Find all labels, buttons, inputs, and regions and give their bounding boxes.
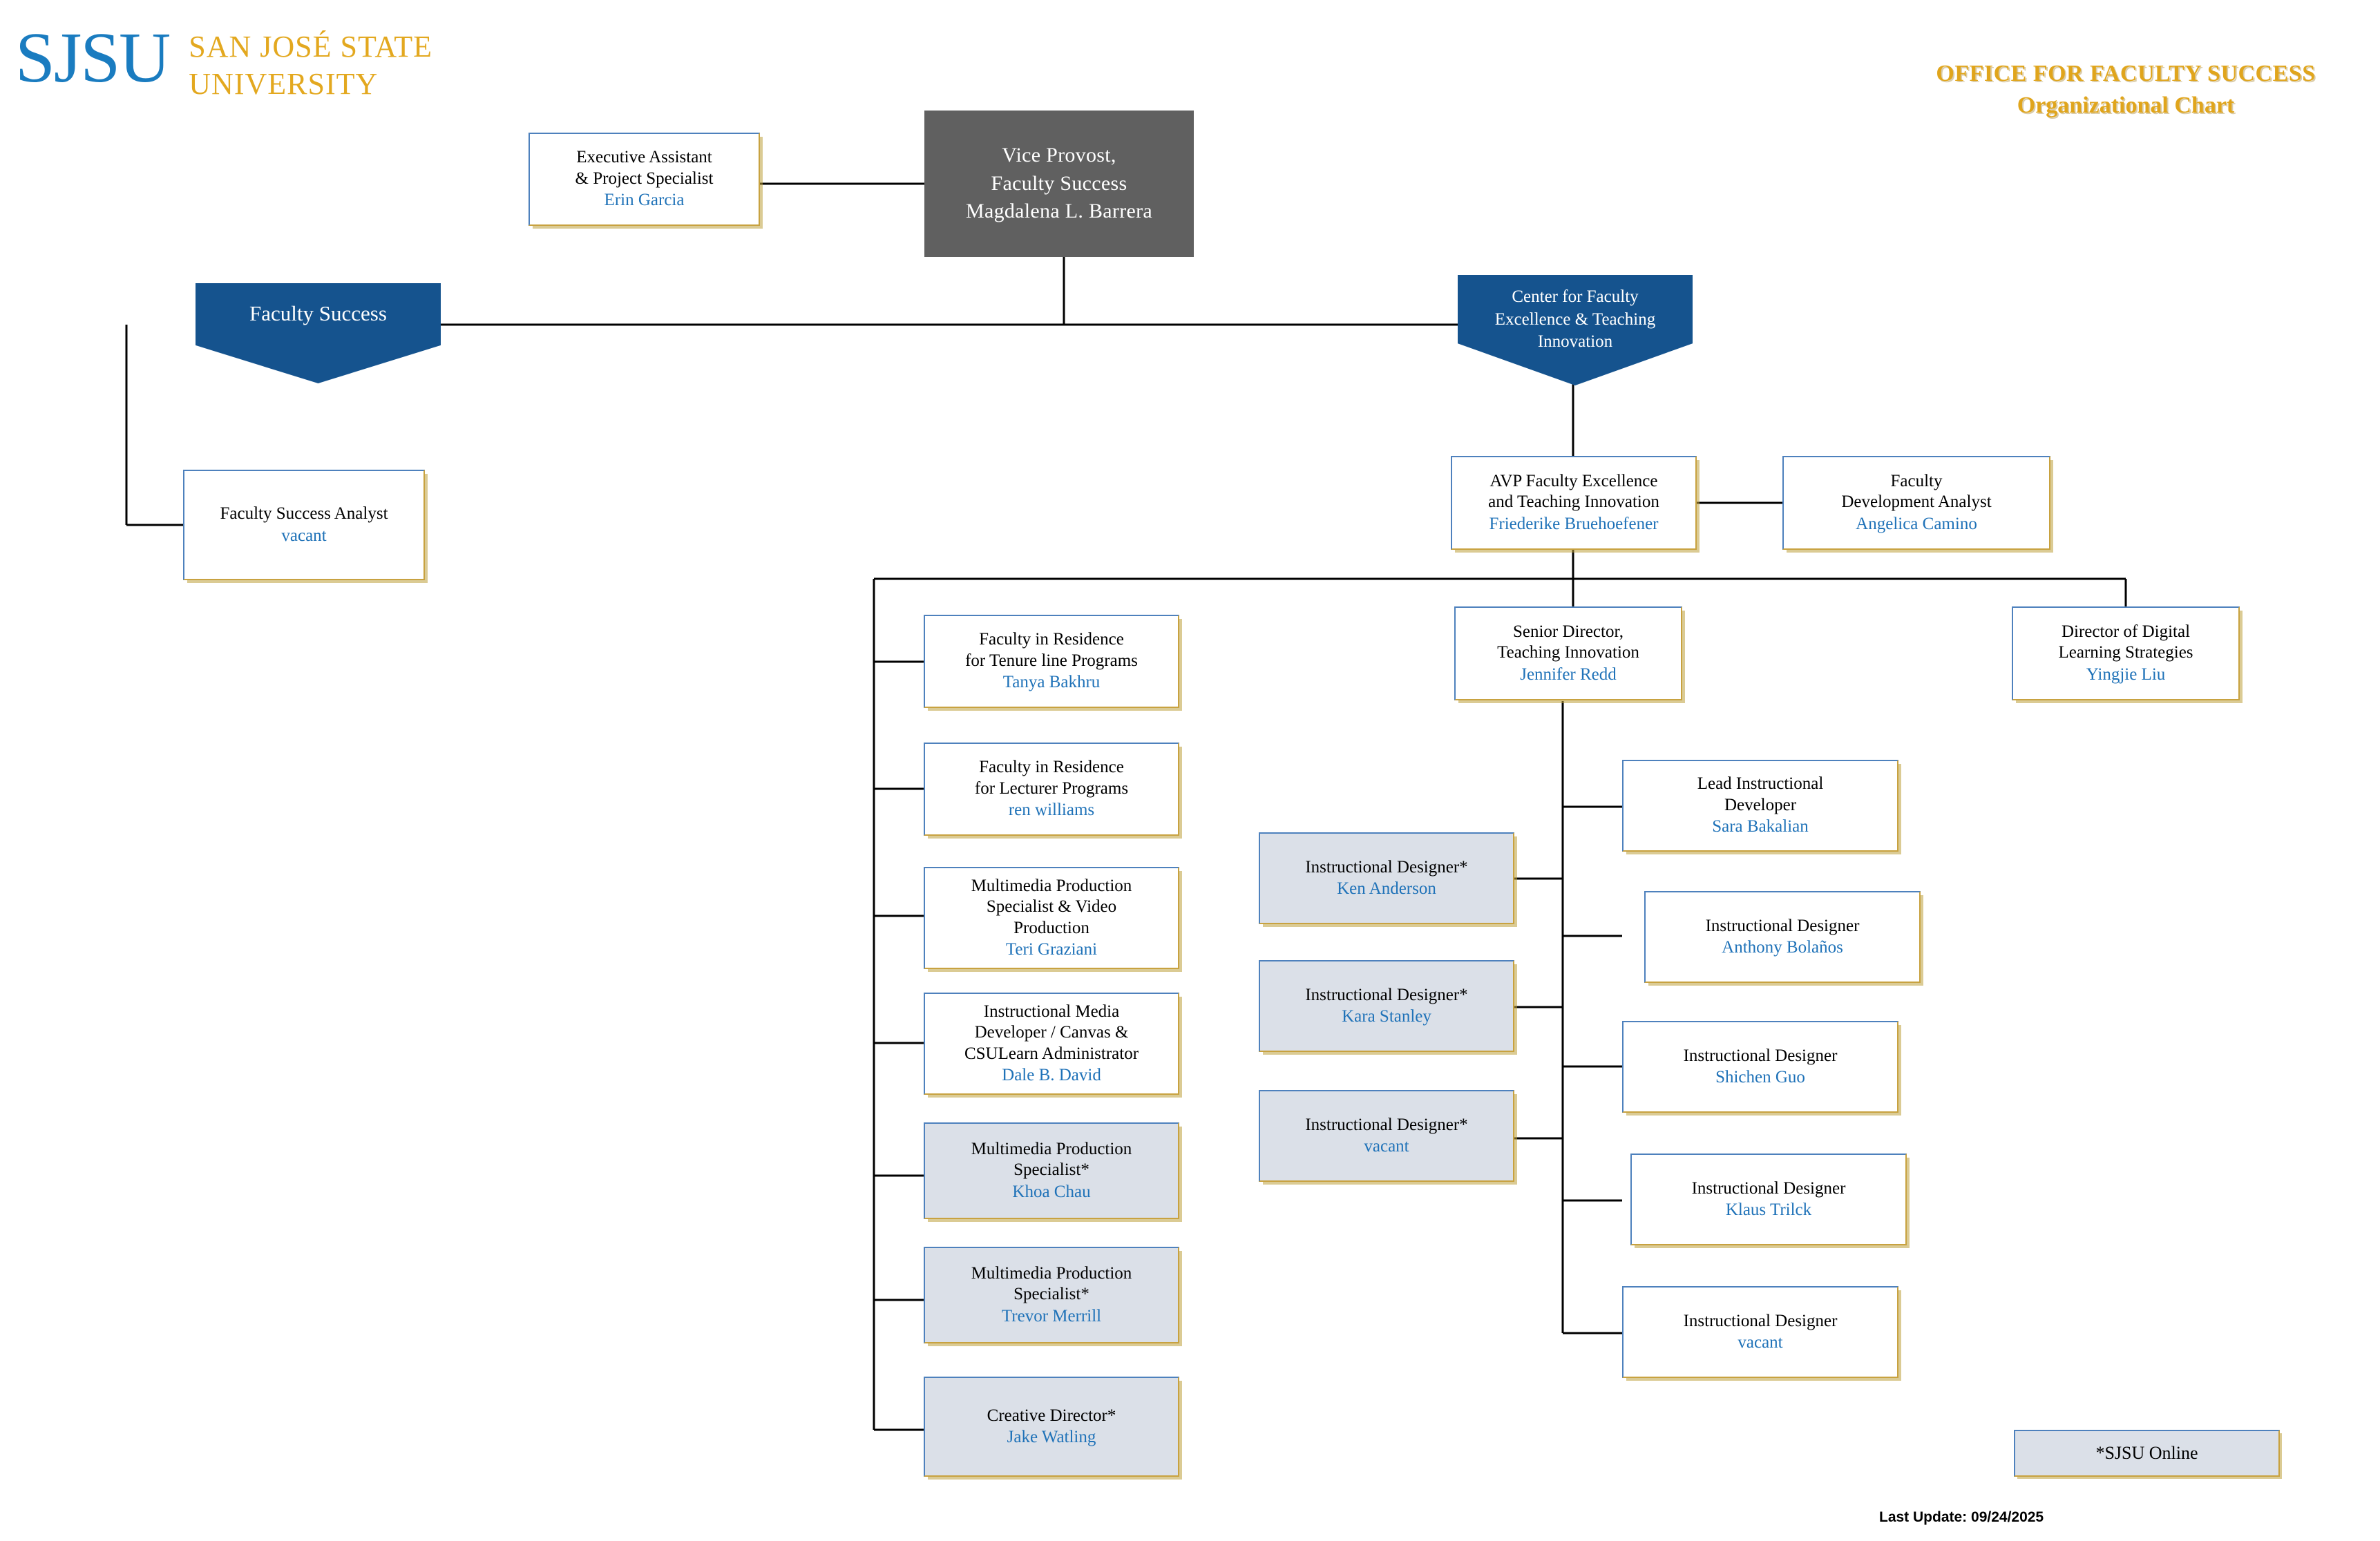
node-right-1[interactable]: Instructional Designer Anthony Bolaños xyxy=(1644,891,1921,983)
left-5-person: Trevor Merrill xyxy=(1001,1306,1102,1325)
left-4-person: Khoa Chau xyxy=(1012,1182,1091,1201)
vice-provost-title-line2: Faculty Success xyxy=(991,171,1127,195)
legend-label: *SJSU Online xyxy=(2095,1443,2198,1463)
left-3-title-line2: Developer / Canvas & xyxy=(974,1023,1129,1042)
faculty-development-analyst-person: Angelica Camino xyxy=(1856,514,1977,533)
left-1-title-line2: for Lecturer Programs xyxy=(974,778,1129,798)
left-5-title-line1: Multimedia Production xyxy=(971,1263,1132,1283)
sjsu-logo: SJSU SAN JOSÉ STATE UNIVERSITY xyxy=(15,18,432,102)
node-right-2[interactable]: Instructional Designer Shichen Guo xyxy=(1622,1021,1898,1113)
senior-director-title-line1: Senior Director, xyxy=(1512,622,1624,641)
node-left-0[interactable]: Faculty in Residence for Tenure line Pro… xyxy=(924,615,1179,708)
sjsu-wordmark: SAN JOSÉ STATE UNIVERSITY xyxy=(189,28,432,102)
left-6-title-line1: Creative Director* xyxy=(987,1406,1116,1425)
faculty-success-analyst-title: Faculty Success Analyst xyxy=(220,504,388,523)
executive-assistant-title-line1: Executive Assistant xyxy=(576,148,712,167)
node-middle-0[interactable]: Instructional Designer* Ken Anderson xyxy=(1259,832,1514,924)
right-3-title-line1: Instructional Designer xyxy=(1691,1178,1846,1198)
faculty-development-analyst-title-line1: Faculty xyxy=(1890,471,1943,490)
node-faculty-development-analyst[interactable]: Faculty Development Analyst Angelica Cam… xyxy=(1782,456,2050,550)
node-middle-2[interactable]: Instructional Designer* vacant xyxy=(1259,1090,1514,1182)
left-0-title-line1: Faculty in Residence xyxy=(979,630,1124,649)
node-middle-1[interactable]: Instructional Designer* Kara Stanley xyxy=(1259,960,1514,1052)
director-digital-title-line1: Director of Digital xyxy=(2061,622,2191,641)
left-2-title-line1: Multimedia Production xyxy=(971,876,1132,895)
left-6-person: Jake Watling xyxy=(1007,1428,1096,1446)
sjsu-wordmark-line1: SAN JOSÉ STATE xyxy=(189,30,433,64)
left-2-title-line3: Production xyxy=(1013,918,1089,937)
left-1-person: ren williams xyxy=(1008,801,1095,820)
right-0-title-line1: Lead Instructional xyxy=(1697,774,1824,794)
avp-title-line1: AVP Faculty Excellence xyxy=(1489,471,1658,490)
banner-cfeti-label: Center for Faculty Excellence & Teaching… xyxy=(1458,286,1693,354)
legend-sjsu-online: *SJSU Online xyxy=(2014,1430,2280,1477)
executive-assistant-title-line2: & Project Specialist xyxy=(575,169,714,188)
middle-2-title-line1: Instructional Designer* xyxy=(1305,1115,1468,1134)
page-title: OFFICE FOR FACULTY SUCCESS Organizationa… xyxy=(1884,61,2368,119)
left-2-title-line2: Specialist & Video xyxy=(986,897,1117,916)
right-1-title-line1: Instructional Designer xyxy=(1705,916,1860,935)
node-left-3[interactable]: Instructional Media Developer / Canvas &… xyxy=(924,993,1179,1095)
node-faculty-success-analyst[interactable]: Faculty Success Analyst vacant xyxy=(183,470,425,580)
sjsu-wordmark-line2: UNIVERSITY xyxy=(189,66,379,101)
node-senior-director[interactable]: Senior Director, Teaching Innovation Jen… xyxy=(1454,606,1682,700)
node-vice-provost[interactable]: Vice Provost, Faculty Success Magdalena … xyxy=(924,111,1194,257)
right-4-title-line1: Instructional Designer xyxy=(1683,1311,1838,1330)
left-4-title-line1: Multimedia Production xyxy=(971,1139,1132,1158)
right-2-title-line1: Instructional Designer xyxy=(1683,1046,1838,1065)
footer-last-update: Last Update: 09/24/2025 xyxy=(1879,1509,2044,1525)
node-left-2[interactable]: Multimedia Production Specialist & Video… xyxy=(924,867,1179,969)
banner-cfeti-line3: Innovation xyxy=(1537,332,1613,351)
node-director-digital-learning[interactable]: Director of Digital Learning Strategies … xyxy=(2012,606,2240,700)
right-1-person: Anthony Bolaños xyxy=(1722,938,1843,957)
node-right-0[interactable]: Lead Instructional Developer Sara Bakali… xyxy=(1622,760,1898,852)
senior-director-person: Jennifer Redd xyxy=(1520,664,1617,684)
avp-title-line2: and Teaching Innovation xyxy=(1488,492,1659,512)
middle-0-person: Ken Anderson xyxy=(1337,879,1436,898)
node-right-4[interactable]: Instructional Designer vacant xyxy=(1622,1286,1898,1378)
middle-2-person: vacant xyxy=(1364,1137,1409,1156)
vice-provost-person: Magdalena L. Barrera xyxy=(965,200,1153,223)
right-4-person: vacant xyxy=(1738,1333,1783,1352)
left-2-person: Teri Graziani xyxy=(1005,940,1098,959)
node-left-5[interactable]: Multimedia Production Specialist* Trevor… xyxy=(924,1247,1179,1343)
left-0-title-line2: for Tenure line Programs xyxy=(965,651,1138,670)
page-title-line2: Organizational Chart xyxy=(2017,93,2235,118)
avp-person: Friederike Bruehoefener xyxy=(1489,514,1659,533)
director-digital-person: Yingjie Liu xyxy=(2086,664,2166,684)
right-0-person: Sara Bakalian xyxy=(1712,817,1809,836)
left-5-title-line2: Specialist* xyxy=(1013,1285,1089,1304)
director-digital-title-line2: Learning Strategies xyxy=(2058,643,2193,662)
left-3-person: Dale B. David xyxy=(1002,1066,1101,1084)
node-left-4[interactable]: Multimedia Production Specialist* Khoa C… xyxy=(924,1122,1179,1219)
faculty-success-analyst-person: vacant xyxy=(281,526,327,545)
node-left-6[interactable]: Creative Director* Jake Watling xyxy=(924,1377,1179,1477)
vice-provost-title-line1: Vice Provost, xyxy=(1002,144,1116,167)
executive-assistant-person: Erin Garcia xyxy=(604,191,685,210)
right-0-title-line2: Developer xyxy=(1724,795,1797,814)
banner-center-faculty-excellence[interactable]: Center for Faculty Excellence & Teaching… xyxy=(1458,275,1693,385)
senior-director-title-line2: Teaching Innovation xyxy=(1497,643,1639,662)
node-avp-faculty-excellence[interactable]: AVP Faculty Excellence and Teaching Inno… xyxy=(1451,456,1697,550)
node-right-3[interactable]: Instructional Designer Klaus Trilck xyxy=(1630,1154,1907,1245)
banner-cfeti-line2: Excellence & Teaching xyxy=(1494,309,1656,329)
faculty-development-analyst-title-line2: Development Analyst xyxy=(1841,492,1992,512)
banner-faculty-success[interactable]: Faculty Success xyxy=(196,283,441,383)
left-1-title-line1: Faculty in Residence xyxy=(979,758,1124,777)
sjsu-logo-mark: SJSU xyxy=(15,18,171,97)
banner-faculty-success-label: Faculty Success xyxy=(249,301,387,325)
node-executive-assistant[interactable]: Executive Assistant & Project Specialist… xyxy=(529,133,760,226)
left-3-title-line1: Instructional Media xyxy=(983,1002,1120,1021)
left-0-person: Tanya Bakhru xyxy=(1002,673,1101,692)
node-left-1[interactable]: Faculty in Residence for Lecturer Progra… xyxy=(924,743,1179,836)
left-3-title-line3: CSULearn Administrator xyxy=(964,1044,1139,1063)
middle-1-person: Kara Stanley xyxy=(1342,1007,1431,1026)
middle-0-title-line1: Instructional Designer* xyxy=(1305,857,1468,877)
banner-cfeti-line1: Center for Faculty xyxy=(1512,287,1639,306)
left-4-title-line2: Specialist* xyxy=(1013,1160,1089,1180)
page-title-line1: OFFICE FOR FACULTY SUCCESS xyxy=(1936,61,2316,86)
right-2-person: Shichen Guo xyxy=(1715,1068,1805,1087)
middle-1-title-line1: Instructional Designer* xyxy=(1305,985,1468,1004)
right-3-person: Klaus Trilck xyxy=(1725,1200,1812,1219)
